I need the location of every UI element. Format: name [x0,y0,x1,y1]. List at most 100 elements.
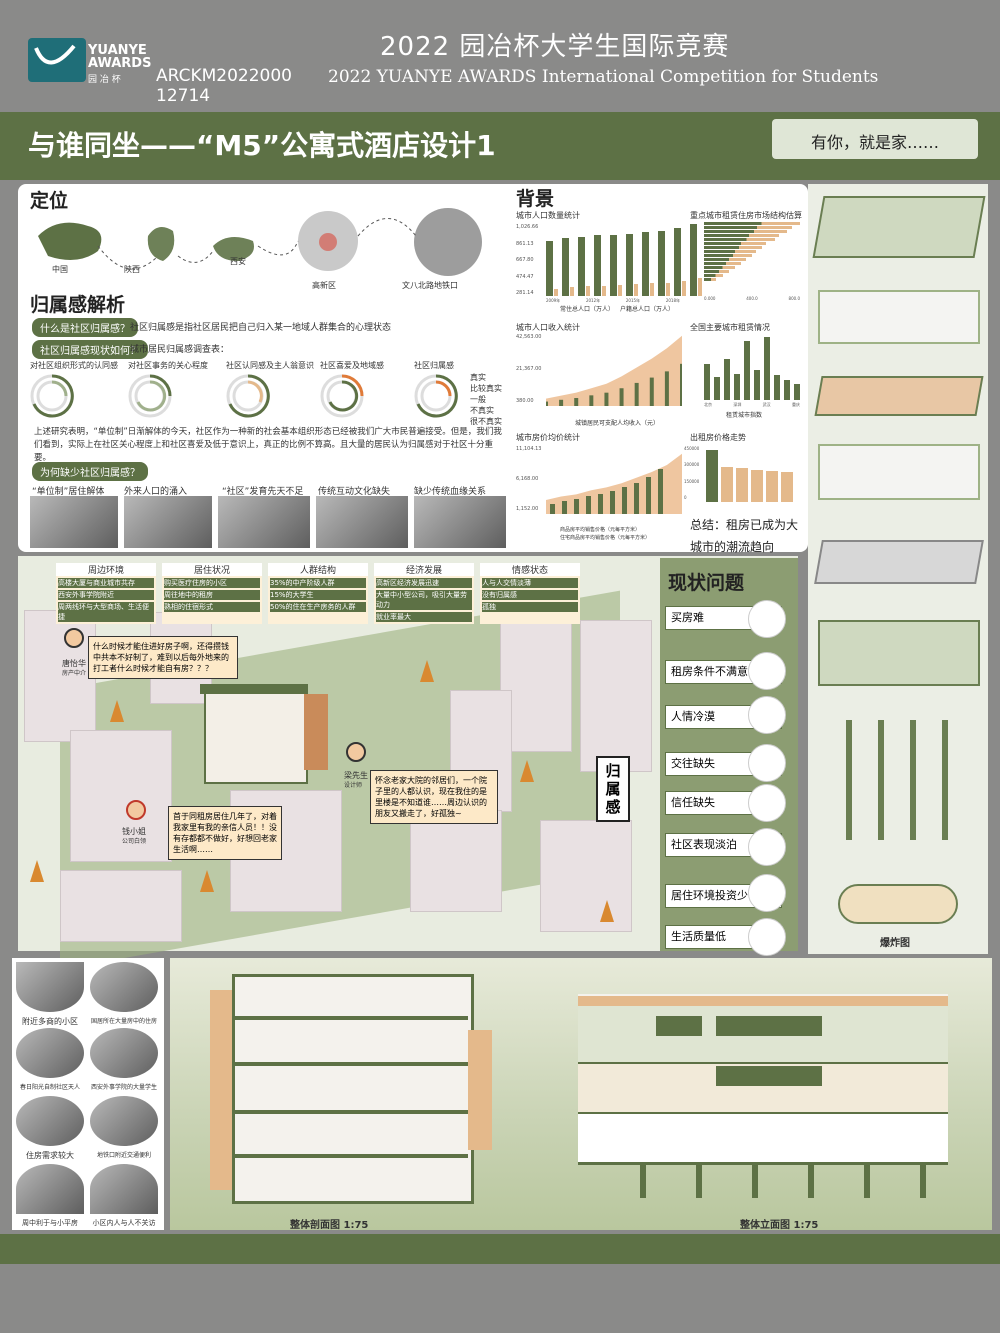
tick: 861.13 [516,240,534,247]
status-tag-item: 35%的中产阶级人群 [270,578,366,588]
bar [706,450,718,502]
reason-photo-3 [218,496,310,548]
entry-code: ARCKM2022000 12714 [156,66,292,106]
bar [546,401,548,406]
status-tag-title: 周边环境 [56,563,156,576]
bar [774,374,780,400]
bar [634,482,639,514]
section-drawing [232,974,474,1204]
tick: 北京 [704,402,712,407]
bar-group [658,222,670,296]
exploded-layer [814,540,984,584]
tick: 21,367.00 [516,366,542,372]
bar [589,395,594,406]
place-shaanxi: 陕西 [124,265,140,274]
tick: 深圳 [733,402,742,407]
person-role: 公司白领 [122,838,147,845]
status-tag-title: 情感状态 [480,563,580,576]
bar [634,382,639,406]
site-photo [90,1096,158,1146]
bar [602,285,606,296]
answer-what: 社区归属感是指社区居民把自己归入某一地域人群集合的心理状态 [130,323,392,333]
building [540,820,632,932]
project-title: 与谁同坐——“M5”公寓式酒店设计1 [28,129,496,162]
broken-link-icon [748,744,786,782]
bar [618,284,622,296]
ring-legend: 真实 比较真实 一般 不真实 很不真实 [470,372,502,427]
hotel-side [304,694,328,770]
hbar [704,258,746,261]
bar [610,490,615,514]
status-tag-item: 大量中小型公司，吸引大量劳动力 [376,590,472,610]
place-china: 中国 [52,265,68,274]
reason-photo-5 [414,496,506,548]
background-summary: 总结：租房已成为大城市的潮流趋向 [690,518,799,554]
section-floor [232,1062,468,1066]
chart6-y-ticks: 450000 300000 150000 0 [684,446,704,500]
chart1-bars [546,222,702,296]
footer-band [0,1234,1000,1264]
hotel-roof [200,684,308,694]
chart4-bars [704,334,800,400]
elevation-floor-band [578,1114,948,1165]
section-floor [232,1016,468,1020]
tick: 380.00 [516,398,534,404]
person-role: 房产中介 [62,670,87,677]
reason-1: “单位制”居住解体 [32,487,105,497]
logo-subtitle: 园 冶 杯 [88,75,121,85]
slogan: 有你，就是家…… [810,133,939,152]
bar [664,371,669,406]
elevation-floor-band [578,1064,948,1115]
ring-chart-title-5: 社区归属感 [414,361,454,370]
chart4-legend: 租赁城市指数 [726,412,763,419]
status-tag-item: 就业率最大 [376,612,472,622]
tree [600,900,614,922]
elevation-pilotis [590,1162,940,1198]
legend-item: 一般 [470,395,486,404]
person-role: 设计师 [344,782,363,789]
section-side-panel [210,990,232,1190]
bar [586,286,590,296]
hbar [704,270,729,273]
bar [594,235,601,296]
bar [744,340,750,400]
hbar [704,230,788,233]
status-tag: 居住状况 购买医疗住房的小区 周往地中的租房 熟相的住宿形式 [162,563,262,624]
chart5-legend-1: 商品房平均销售价格（元每平方米） [560,527,641,533]
hbar [704,254,752,257]
exploded-base [838,884,958,924]
bar [736,468,748,502]
tick: 0 [684,494,687,500]
tree [520,760,534,782]
speech-bubble: 什么时候才能住进好房子啊，还得攒钱中共本不好制了，难到以后每外地来的打工者什么时… [88,636,238,679]
slogan-box [772,119,978,159]
section-caption: 整体剖面图 1:75 [290,1220,369,1231]
status-tag-item: 西安外事学院附近 [58,590,154,600]
bar [554,288,558,296]
tick: 150000 [684,478,700,484]
site-photo [90,1028,158,1078]
chart6-bars [706,446,796,502]
legend-item: 比较真实 [470,384,502,393]
building [410,810,502,912]
header [0,0,1000,110]
place-gaoxin: 高新区 [312,281,336,290]
chart5-legend-2: 住宅商品房平均销售价格（元每平方米） [560,535,651,541]
tick: 474.47 [516,273,534,280]
exploded-layer [814,376,984,416]
chart2-title: 重点城市租赁住房市场结构估算 [690,211,802,220]
hotel-building [204,690,308,784]
bar [754,370,760,400]
chart3-area [546,335,682,406]
person-name: 钱小姐 [122,827,146,836]
hbar [704,246,763,249]
bar-group [674,222,686,296]
photo-caption: 国居所在大量房中的住房 [90,1018,157,1025]
exploded-caption: 爆炸图 [880,938,910,949]
avatar [346,742,366,762]
site-photo [16,962,84,1012]
section-floor [232,1154,468,1158]
bar [794,383,800,400]
bar [604,392,609,406]
bar [682,281,686,296]
